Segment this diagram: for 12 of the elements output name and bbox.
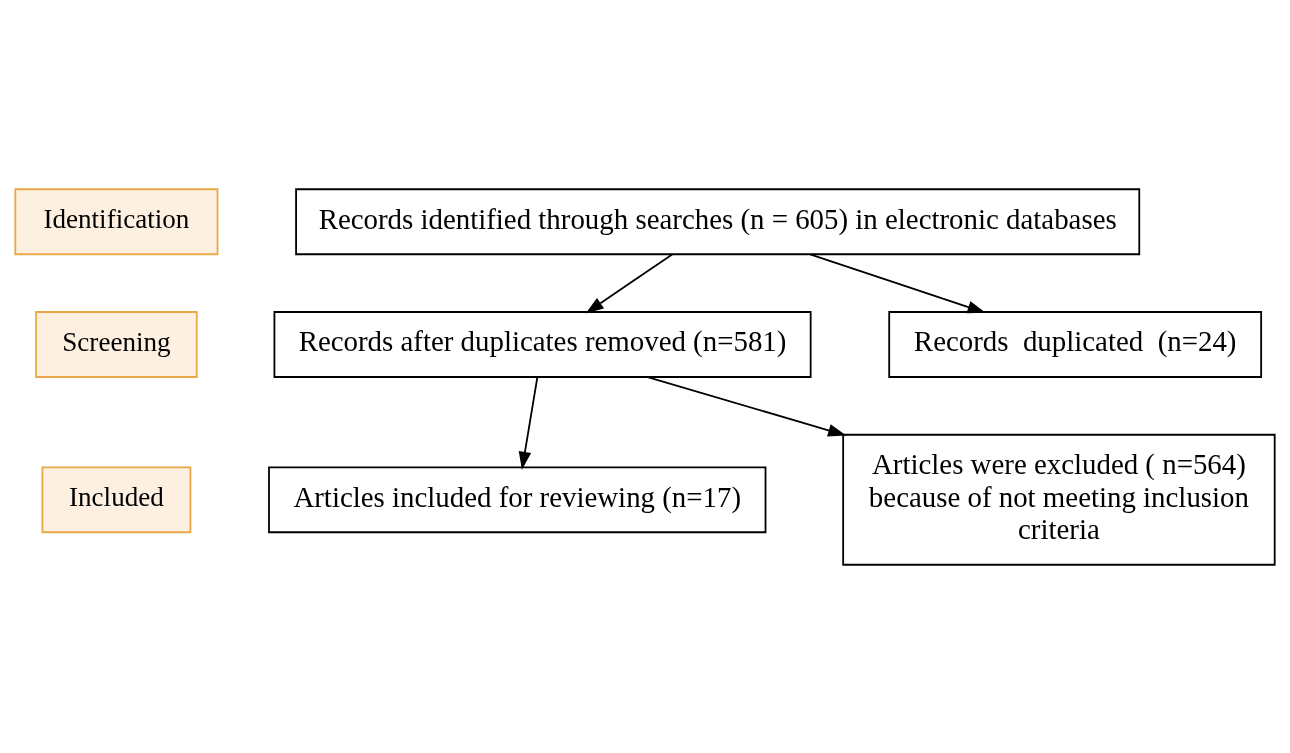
arrow	[646, 375, 847, 436]
node-box: Records identified through searches (n = 605) in electronic databases	[295, 187, 1141, 255]
arrow	[518, 376, 539, 470]
node-box: Screening	[35, 310, 198, 378]
node-box: Records duplicated (n=24)	[888, 310, 1263, 378]
arrow	[809, 252, 986, 313]
node-box: Identification	[14, 187, 219, 255]
arrow	[585, 253, 674, 313]
node-box: Records after duplicates removed (n=581)	[273, 310, 812, 378]
node-box: Articles were excluded ( n=564) because of not meeting inclusion criteria	[842, 433, 1276, 566]
node-box: Articles included for reviewing (n=17)	[268, 465, 767, 533]
node-box: Included	[41, 465, 192, 533]
